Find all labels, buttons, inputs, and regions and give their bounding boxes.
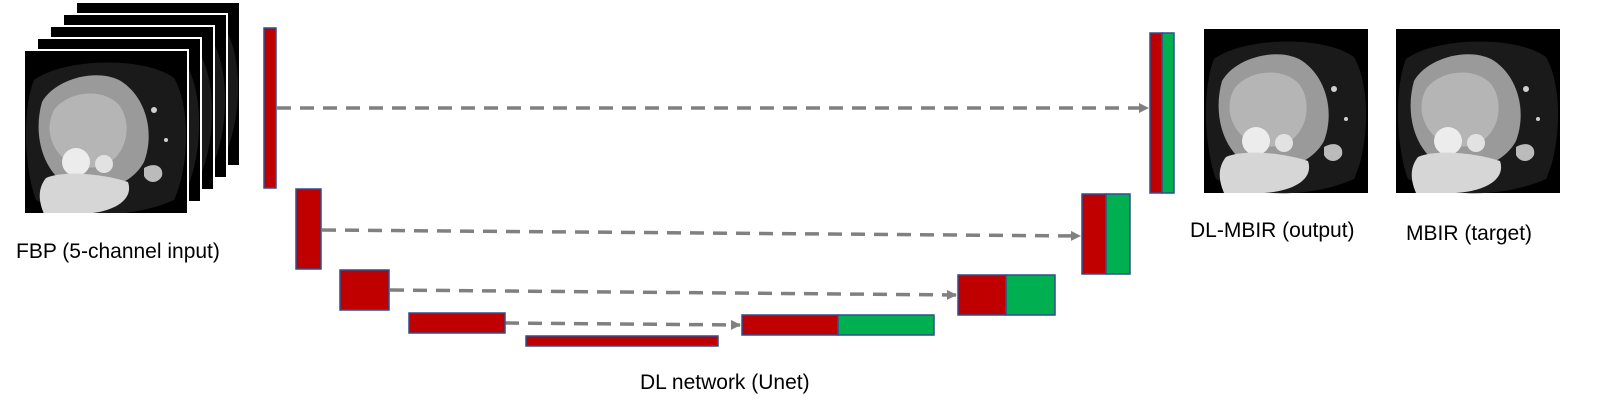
encoder-block-3 [339, 269, 390, 311]
encoder-block-4 [408, 312, 506, 334]
skip-connections [277, 103, 1149, 330]
input-slice-1 [23, 49, 189, 215]
target-label: MBIR (target) [1406, 222, 1533, 245]
skip-arrow-level-2 [321, 228, 1081, 241]
output-image [1204, 29, 1368, 194]
target-image [1396, 29, 1560, 194]
skip-arrow-level-3 [389, 288, 957, 300]
encoder-block-2 [295, 188, 322, 270]
skip-arrow-level-4 [504, 319, 741, 330]
decoder-block-4 [741, 314, 935, 336]
decoder-block-3 [957, 274, 1056, 316]
encoder-block-1 [263, 27, 277, 189]
input-image-stack [23, 1, 241, 215]
encoder [263, 27, 506, 334]
output-label: DL-MBIR (output) [1190, 219, 1355, 242]
decoder-block-1 [1149, 32, 1175, 194]
input-label: FBP (5-channel input) [16, 240, 220, 263]
decoder-block-2 [1081, 193, 1131, 275]
network-label: DL network (Unet) [640, 371, 810, 394]
bottleneck-block [525, 335, 719, 347]
decoder [741, 32, 1175, 336]
